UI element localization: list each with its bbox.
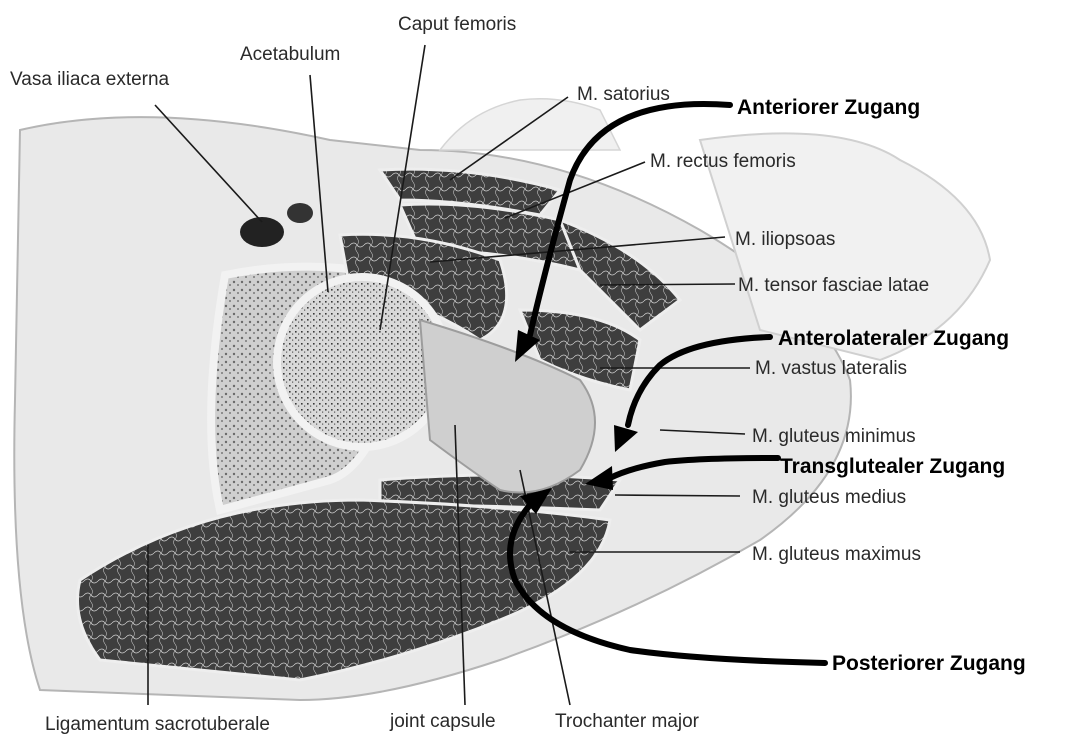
label-iliopsoas: M. iliopsoas bbox=[735, 229, 835, 250]
femoral-head bbox=[277, 277, 447, 447]
label-vasa-iliaca: Vasa iliaca externa bbox=[10, 69, 170, 90]
label-caput-femoris: Caput femoris bbox=[398, 14, 516, 35]
leader-tensor bbox=[600, 284, 735, 285]
label-trochanter: Trochanter major bbox=[555, 711, 700, 732]
vessel-vein bbox=[287, 203, 313, 223]
label-acetabulum: Acetabulum bbox=[240, 44, 340, 65]
label-satorius: M. satorius bbox=[577, 84, 670, 105]
label-anterior-approach: Anteriorer Zugang bbox=[737, 96, 920, 119]
label-tensor: M. tensor fasciae latae bbox=[738, 275, 929, 296]
label-gluteus-maximus: M. gluteus maximus bbox=[752, 544, 921, 565]
label-transgluteal-approach: Transglutealer Zugang bbox=[780, 455, 1005, 478]
label-lig-sacrotuberale: Ligamentum sacrotuberale bbox=[45, 714, 270, 735]
label-gluteus-minimus: M. gluteus minimus bbox=[752, 426, 916, 447]
label-joint-capsule: joint capsule bbox=[389, 711, 496, 732]
label-anterolateral-approach: Anterolateraler Zugang bbox=[778, 327, 1009, 350]
label-gluteus-medius: M. gluteus medius bbox=[752, 487, 906, 508]
label-vastus: M. vastus lateralis bbox=[755, 358, 907, 379]
leader-gluteus-medius bbox=[615, 495, 740, 496]
label-rectus-femoris: M. rectus femoris bbox=[650, 151, 796, 172]
label-posterior-approach: Posteriorer Zugang bbox=[832, 652, 1026, 675]
